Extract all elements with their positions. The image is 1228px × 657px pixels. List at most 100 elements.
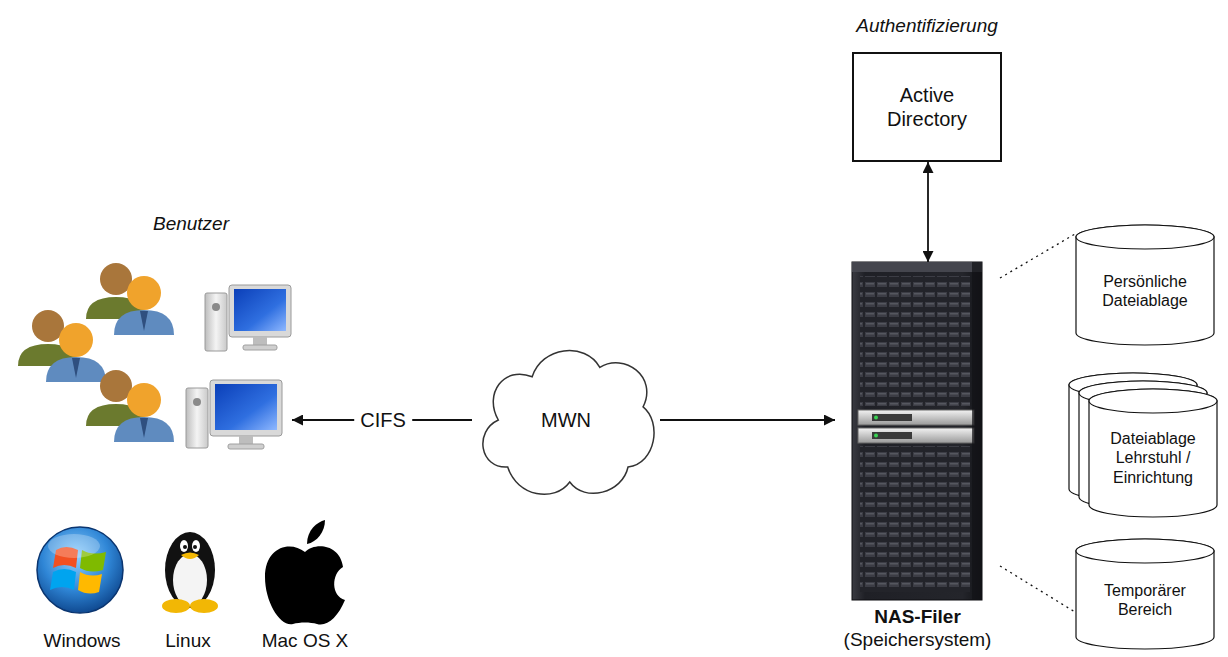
nas-rack	[860, 276, 970, 406]
node-label: (Speichersystem)	[844, 629, 992, 652]
node-label: Temporärer Bereich	[1083, 581, 1207, 619]
nas-filer: NAS-Filer(Speichersystem)	[835, 262, 1000, 652]
nas-rack	[872, 414, 912, 421]
user-icon	[100, 370, 132, 402]
dotted-leader	[1000, 234, 1075, 278]
cylinder-top	[1076, 539, 1214, 563]
cylinder-body	[1076, 539, 1214, 649]
nas-rack	[858, 410, 974, 425]
windows-logo	[48, 534, 100, 558]
computer-icon	[212, 303, 220, 311]
windows-logo	[78, 572, 102, 594]
linux-tux-logo	[165, 532, 215, 608]
nas-rack	[972, 262, 982, 600]
apple-logo	[265, 546, 345, 624]
user-icon	[46, 357, 106, 382]
node-text-area: Temporärer Bereich	[1083, 566, 1207, 634]
user-icon	[100, 263, 132, 295]
nas-rack	[852, 262, 982, 272]
computer-icon	[210, 380, 282, 436]
apple-logo	[265, 520, 345, 625]
user-icon	[59, 323, 93, 357]
box-border	[853, 53, 1001, 161]
storage-cylinder: Persönliche Dateiablage	[1075, 224, 1215, 346]
computer-icon	[234, 289, 286, 331]
node-heading: Authentifizierung	[856, 15, 998, 38]
node-label: MWN	[541, 408, 591, 432]
cylinder-body	[1076, 225, 1214, 345]
windows-logo	[37, 527, 123, 613]
cylinder-body	[1089, 389, 1217, 517]
cylinder-top	[1089, 389, 1217, 413]
node-text-area: NAS-Filer(Speichersystem)	[835, 262, 1000, 652]
windows-logo	[37, 527, 123, 613]
connector-arrow	[927, 162, 929, 262]
computer-icon	[229, 285, 291, 337]
directory-box: Active DirectoryAuthentifizierung	[852, 52, 1002, 162]
linux-tux-logo	[162, 599, 190, 613]
nas-rack	[874, 416, 878, 420]
node-text-area: Dateiablage Lehrstuhl / Einrichtung	[1092, 414, 1214, 502]
linux-tux-logo	[193, 545, 197, 549]
node-label: Active Directory	[858, 83, 996, 131]
node-text-area: Benutzer	[90, 213, 292, 440]
connector-arrow	[660, 419, 835, 421]
linux-tux-logo	[180, 540, 188, 552]
computer-icon	[228, 444, 264, 449]
node-text-area: Persönliche Dateiablage	[1083, 252, 1207, 330]
nas-rack	[874, 434, 878, 438]
node-label: Persönliche Dateiablage	[1083, 272, 1207, 310]
os-label: Linux	[165, 630, 210, 653]
computer-icon	[243, 345, 277, 350]
linux-tux-logo	[190, 599, 218, 613]
node-text-area: Active Directory	[858, 58, 996, 156]
directory-box-outline	[852, 52, 1002, 162]
user-icon	[72, 358, 80, 378]
linux-tux-logo	[181, 553, 199, 560]
storage-cylinder-stack: Dateiablage Lehrstuhl / Einrichtung	[1068, 372, 1218, 518]
linux-tux-logo	[183, 545, 187, 549]
node-text-area: MWN	[502, 366, 630, 474]
node-label: Dateiablage Lehrstuhl / Einrichtung	[1092, 429, 1214, 487]
node-label: Benutzer	[153, 213, 229, 236]
os-label: Mac OS X	[262, 630, 349, 653]
cloud-outline	[483, 351, 654, 495]
linux-tux-logo	[192, 540, 200, 552]
computer-icon	[205, 293, 227, 351]
computer-icon	[239, 436, 253, 444]
user-icon	[114, 417, 174, 442]
user-icon	[140, 311, 148, 331]
dotted-leader	[1000, 566, 1075, 612]
user-icon	[140, 418, 148, 438]
user-icon	[127, 383, 161, 417]
os-label: Windows	[43, 630, 120, 653]
node-label: NAS-Filer	[874, 606, 961, 629]
network-cloud: MWN	[472, 326, 660, 514]
nas-rack	[852, 262, 982, 600]
computer-icon	[205, 285, 291, 351]
windows-logo	[50, 569, 76, 590]
computer-icon	[215, 384, 277, 430]
user-icon	[127, 276, 161, 310]
nas-rack	[852, 262, 982, 600]
computer-icon	[186, 388, 208, 448]
cylinder-top	[1076, 225, 1214, 249]
storage-cylinder: Temporärer Bereich	[1075, 538, 1215, 650]
linux-tux-logo	[162, 532, 218, 613]
computer-icon	[186, 380, 282, 449]
protocol-label: CIFS	[354, 408, 412, 432]
nas-rack	[858, 428, 974, 443]
computer-icon	[193, 398, 201, 406]
user-icon	[86, 370, 174, 442]
user-icon	[32, 310, 64, 342]
nas-rack	[860, 446, 970, 592]
apple-logo	[307, 520, 325, 544]
user-icon	[114, 310, 174, 335]
computer-icon	[253, 337, 267, 345]
linux-tux-logo	[173, 554, 207, 606]
nas-rack	[872, 432, 912, 439]
user-group: Benutzer	[90, 213, 292, 440]
